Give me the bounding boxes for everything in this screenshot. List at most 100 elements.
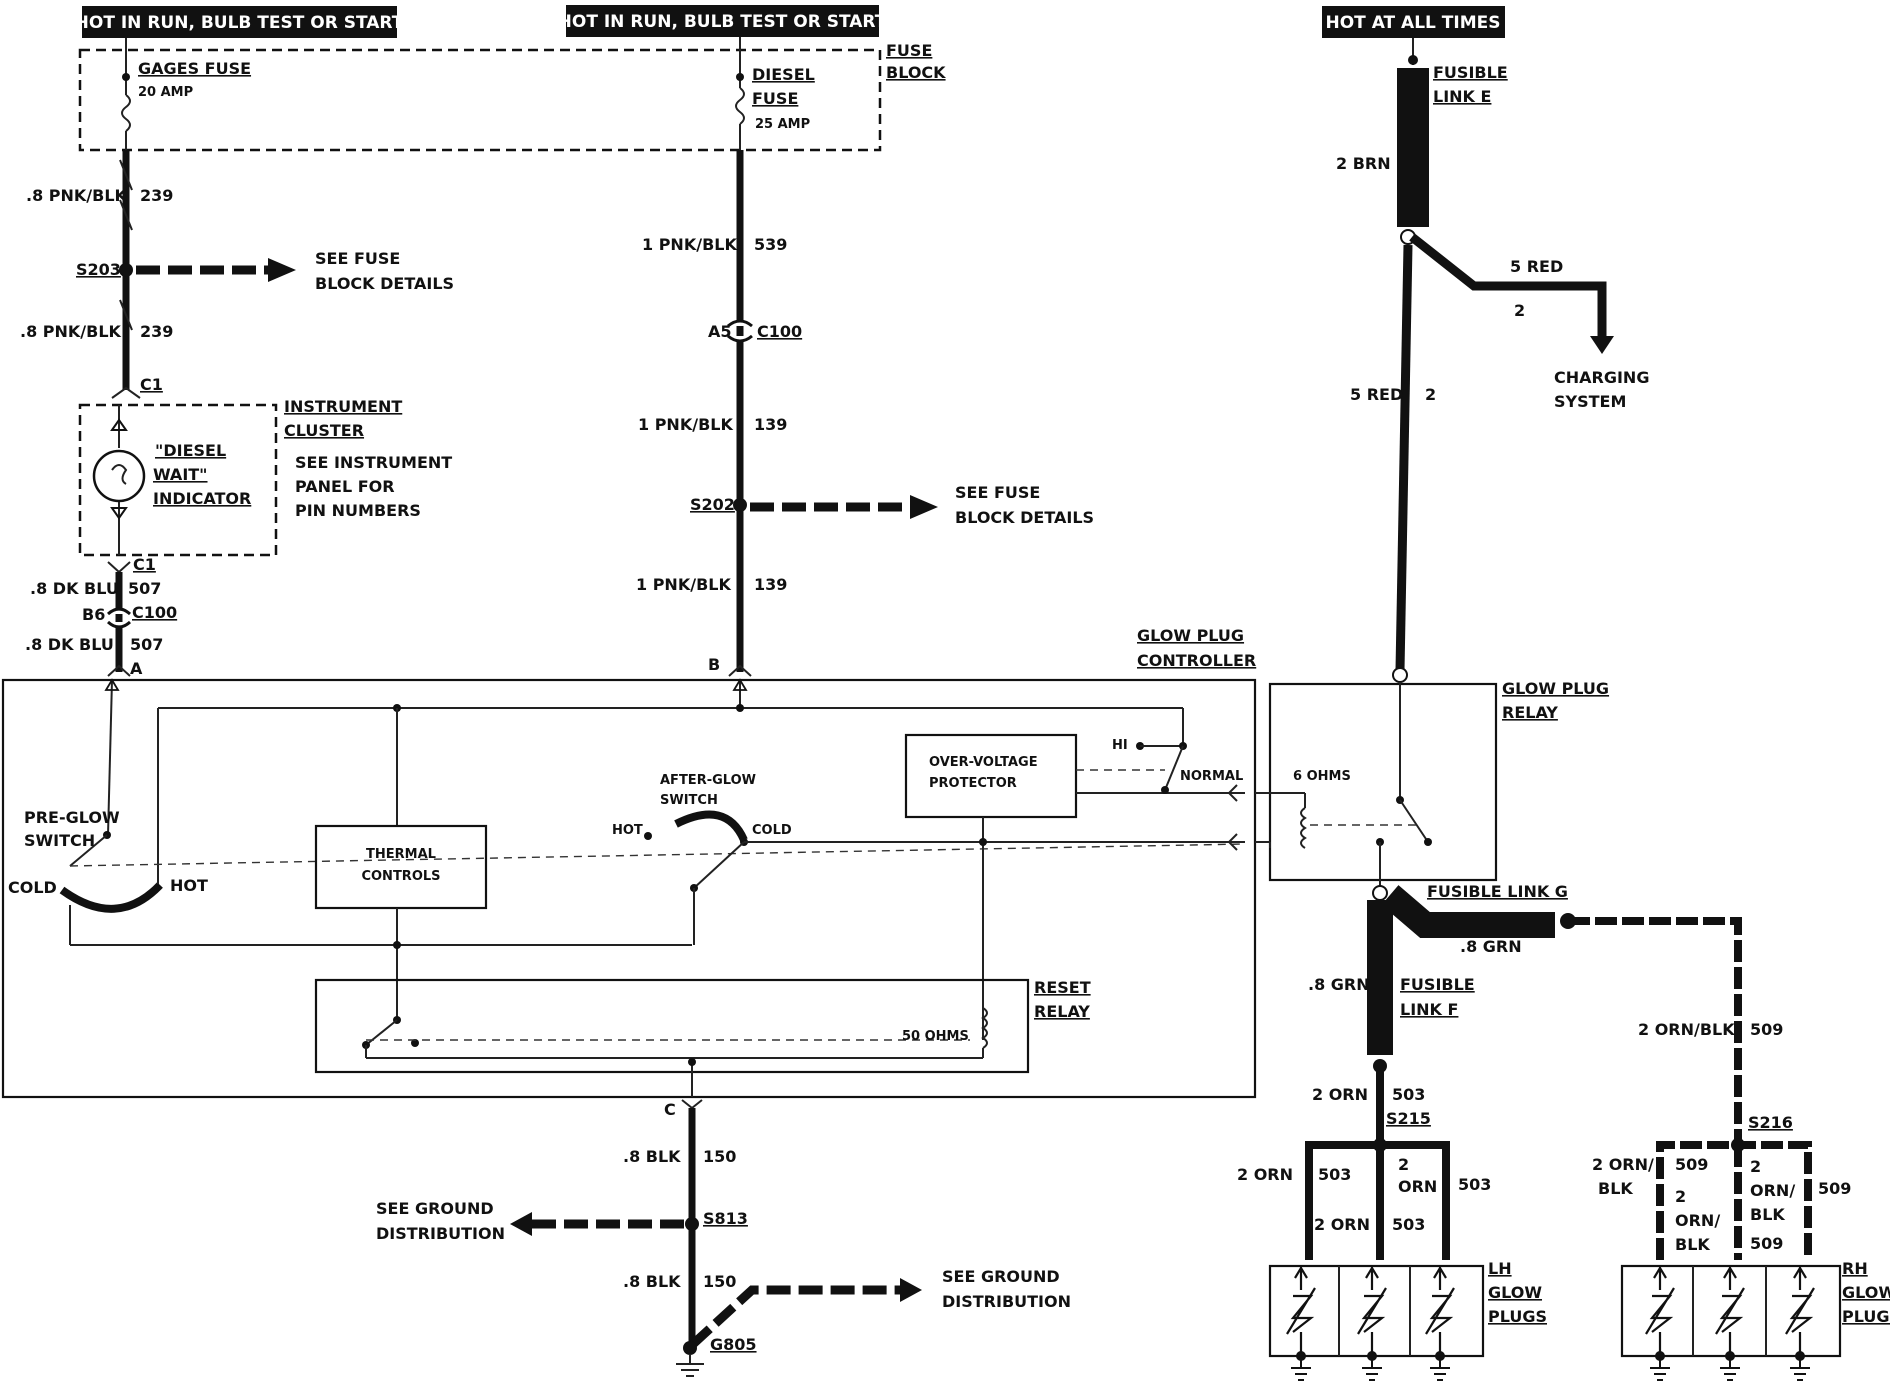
fuse-block: FUSE BLOCK GAGES FUSE 20 AMP DIESEL FUSE…: [78, 37, 946, 152]
wire-507-label-2: .8 DK BLU: [25, 635, 114, 654]
fusible-g-label: FUSIBLE LINK G: [1427, 882, 1568, 901]
reset-relay-label-2: RELAY: [1034, 1002, 1090, 1021]
ob-mid-b-2: ORN/: [1750, 1181, 1795, 1200]
glow-plug-icon: [1357, 1265, 1387, 1381]
orn-left-num: 503: [1318, 1165, 1351, 1184]
glow-plug-icon: [1715, 1265, 1745, 1381]
fusible-e-label-2: LINK E: [1433, 87, 1491, 106]
wire-507-num-2: 507: [130, 635, 163, 654]
arrow-down-icon: [1590, 336, 1614, 354]
ob-mid-a-2: ORN/: [1675, 1211, 1720, 1230]
orn-mid-label-2: ORN: [1398, 1177, 1437, 1196]
see-fuse-center-2: BLOCK DETAILS: [955, 508, 1094, 527]
see-ground-3: SEE GROUND: [942, 1267, 1060, 1286]
ground-symbol-icon: [1650, 1360, 1670, 1381]
header-left: HOT IN RUN, BULB TEST OR START: [75, 6, 404, 38]
relay-label-1: GLOW PLUG: [1502, 679, 1609, 698]
pin-a: A: [130, 659, 143, 678]
splice-s202-dot: [733, 498, 747, 512]
wire-507-num-1: 507: [128, 579, 161, 598]
ground-symbol-icon: [1720, 1360, 1740, 1381]
over-voltage-protector-box: [904, 733, 1078, 819]
instrument-cluster-label-2: CLUSTER: [284, 421, 364, 440]
ohms-50-label: 50 OHMS: [902, 1029, 969, 1044]
controller-label-2: CONTROLLER: [1137, 651, 1256, 670]
ob-mid-a-1: 2: [1675, 1187, 1686, 1206]
diesel-fuse-label-2: FUSE: [752, 89, 798, 108]
ground-symbol-icon: [1291, 1360, 1311, 1381]
charging-label-2: SYSTEM: [1554, 392, 1626, 411]
orn-wire-num: 503: [1392, 1085, 1425, 1104]
ground-g805-label: G805: [710, 1335, 757, 1354]
pin-b6: B6: [82, 605, 105, 624]
instrument-cluster-label-1: INSTRUMENT: [284, 397, 402, 416]
wire-239-label-mid: .8 PNK/BLK: [20, 322, 122, 341]
splice-s203-dot: [119, 263, 133, 277]
wire-539-num: 539: [754, 235, 787, 254]
fusible-f-label-1: FUSIBLE: [1400, 975, 1475, 994]
header-center-text: HOT IN RUN, BULB TEST OR START: [558, 12, 887, 32]
orn-left-label: 2 ORN: [1237, 1165, 1293, 1184]
ob-left-num: 509: [1675, 1155, 1708, 1174]
wire-239-num-top: 239: [140, 186, 173, 205]
pin-a5: A5: [708, 322, 732, 341]
connector-c1-top-icon: [111, 386, 141, 399]
ornblk-wire-num: 509: [1750, 1020, 1783, 1039]
preglow-hot: HOT: [170, 876, 208, 895]
lh-label-1: LH: [1488, 1259, 1512, 1278]
gages-fuse-amp: 20 AMP: [138, 85, 193, 100]
gages-fuse-label: GAGES FUSE: [138, 59, 251, 78]
indicator-label-2: WAIT": [153, 465, 208, 484]
fuse-block-label-1: FUSE: [886, 41, 932, 60]
ground-symbol-icon: [676, 1354, 704, 1377]
orn-mid-label-1: 2: [1398, 1155, 1409, 1174]
afterglow-hot: HOT: [612, 823, 643, 838]
thermal-controls-box: [314, 824, 488, 910]
fusible-link-g: [1381, 885, 1555, 938]
lh-label-3: PLUGS: [1488, 1307, 1547, 1326]
normal-label: NORMAL: [1180, 769, 1243, 784]
coil-50ohm-icon: [981, 1007, 988, 1049]
ob-mid-num: 509: [1750, 1234, 1783, 1253]
glow-plug-elements: [1286, 1265, 1815, 1381]
left-circuit: .8 PNK/BLK 239 S203 SEE FUSE BLOCK DETAI…: [20, 150, 454, 678]
thermal-label-2: CONTROLS: [361, 869, 440, 884]
ob-left-label-1: 2 ORN/: [1592, 1155, 1654, 1174]
ground-symbol-icon: [1362, 1360, 1382, 1381]
controller-box: [1, 678, 1257, 1099]
ob-mid-b-3: BLK: [1750, 1205, 1785, 1224]
diesel-fuse-amp: 25 AMP: [755, 117, 810, 132]
controller-label-1: GLOW PLUG: [1137, 626, 1244, 645]
splice-s215-label: S215: [1386, 1109, 1431, 1128]
charging-label-1: CHARGING: [1554, 368, 1649, 387]
rh-label-1: RH: [1842, 1259, 1868, 1278]
wire-brn-label: 2 BRN: [1336, 154, 1391, 173]
afterglow-cold: COLD: [752, 823, 792, 838]
arrow-right-center-icon: [910, 495, 938, 519]
thermal-label-1: THERMAL: [366, 847, 436, 862]
wire-239-num-mid: 239: [140, 322, 173, 341]
connector-c1-bottom: C1: [133, 555, 156, 574]
orn-low-label: 2 ORN: [1314, 1215, 1370, 1234]
ground-symbol-icon: [1430, 1360, 1450, 1381]
see-ground-2: DISTRIBUTION: [376, 1224, 505, 1243]
glow-plug-icon: [1425, 1265, 1455, 1381]
header-right: HOT AT ALL TIMES: [1322, 6, 1505, 38]
arrow-left-icon: [510, 1212, 532, 1236]
glow-plug-icon: [1286, 1265, 1316, 1381]
wire-red-1-label: 5 RED: [1510, 257, 1563, 276]
see-ground-1: SEE GROUND: [376, 1199, 494, 1218]
lh-label-2: GLOW: [1488, 1283, 1542, 1302]
see-fuse-left-1: SEE FUSE: [315, 249, 400, 268]
preglow-label-1: PRE-GLOW: [24, 808, 120, 827]
hi-label: HI: [1112, 738, 1128, 753]
indicator-label-1: "DIESEL: [155, 441, 226, 460]
ground-circuit: .8 BLK 150 S813 SEE GROUND DISTRIBUTION …: [376, 1108, 1071, 1377]
bulb-icon: [92, 449, 146, 503]
wire-red-2-num: 2: [1425, 385, 1436, 404]
glow-plug-relay-box: [1268, 682, 1498, 882]
center-circuit: 1 PNK/BLK 539 A5 C100 1 PNK/BLK 139 S202…: [636, 150, 1094, 677]
diesel-fuse-icon: [735, 87, 745, 125]
